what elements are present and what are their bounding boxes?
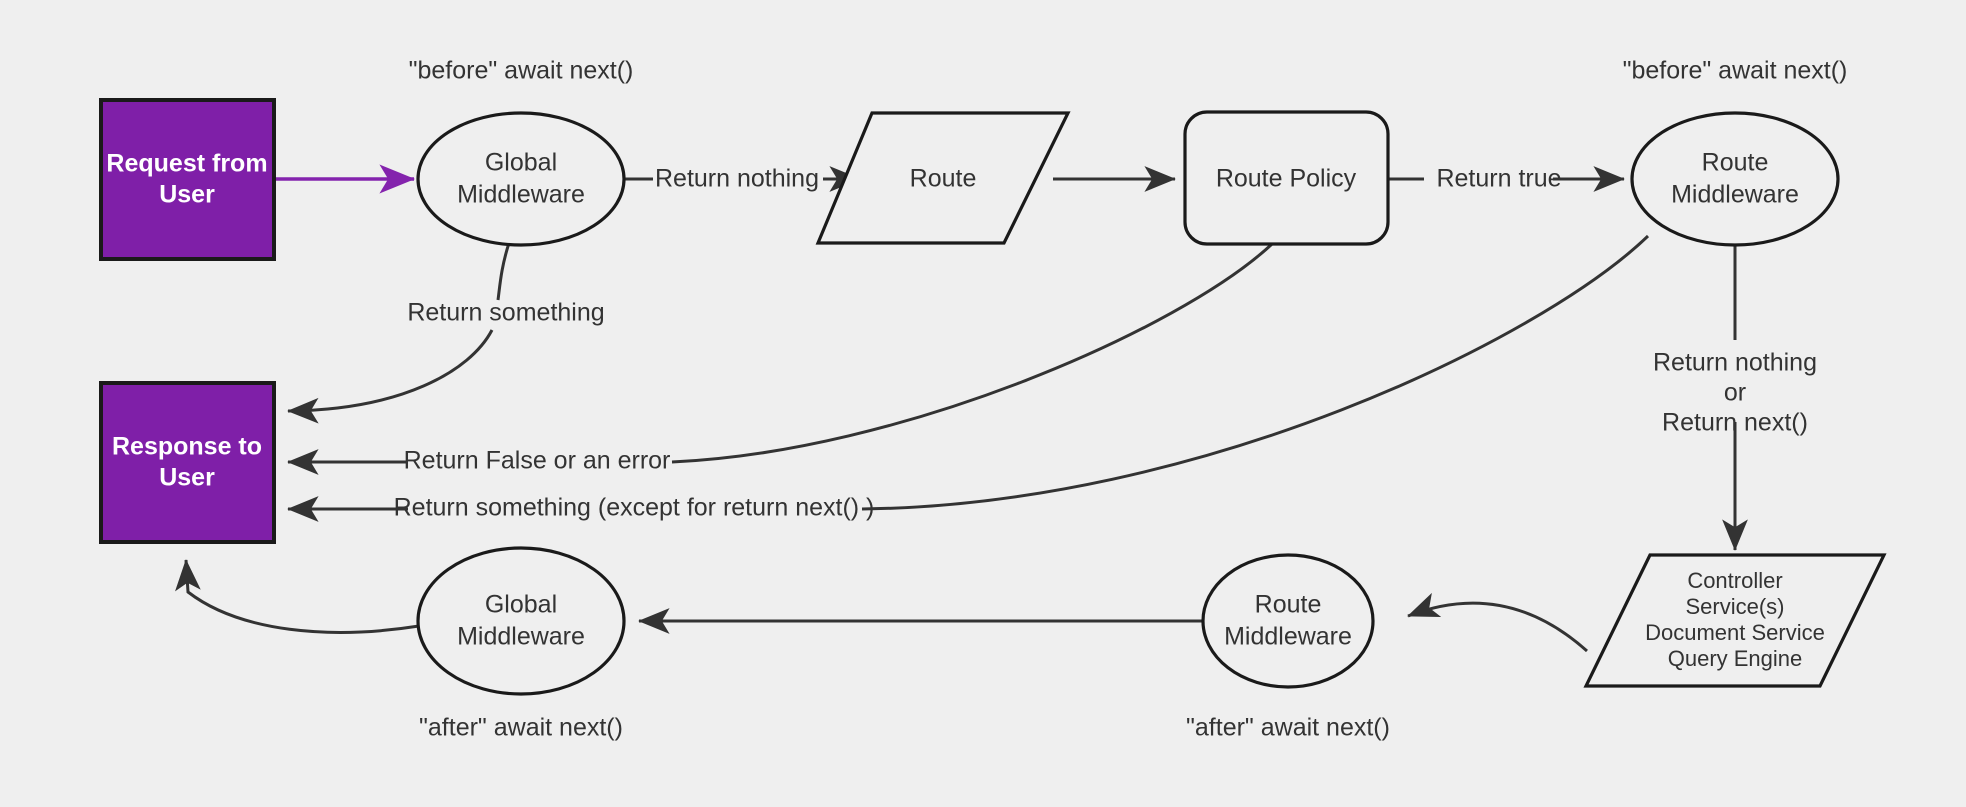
edge-label-return-nothing-or-next-line1: Return nothing [1653,349,1817,377]
node-controller-group[interactable]: Controller Service(s) Document Service Q… [1583,553,1887,688]
node-response-terminal[interactable]: Response to User [99,381,276,544]
route-middleware-bottom-line1: Route [1255,591,1322,619]
annotation-after-global-middleware: "after" await next() [419,714,623,742]
node-global-middleware-bottom[interactable]: Global Middleware [416,546,626,696]
edge-global-middleware-bottom-to-response [175,559,420,634]
node-request-terminal[interactable]: Request from User [99,98,276,261]
annotation-after-route-middleware: "after" await next() [1186,714,1390,742]
node-route[interactable]: Route [815,111,1071,245]
edge-route-middleware-to-response [287,234,1650,522]
controller-group-line4: Query Engine [1668,646,1803,671]
annotation-before-global-middleware: "before" await next() [409,57,634,85]
route-policy-label: Route Policy [1216,165,1357,193]
edge-label-return-true: Return true [1436,165,1561,193]
controller-group-line2: Service(s) [1685,594,1784,619]
node-route-policy[interactable]: Route Policy [1183,110,1390,246]
edge-controller-to-route-middleware-bottom [1407,592,1588,653]
global-middleware-bottom-line1: Global [485,591,557,619]
edge-label-return-nothing-or-next-line2: or [1724,379,1746,407]
edge-label-return-nothing: Return nothing [655,165,819,193]
edge-label-return-something: Return something [407,299,604,327]
node-global-middleware-top[interactable]: Global Middleware [416,111,626,247]
route-middleware-top-line2: Middleware [1671,181,1799,209]
annotation-before-route-middleware: "before" await next() [1623,57,1848,85]
controller-group-line1: Controller [1687,568,1782,593]
request-terminal-line2: User [159,181,215,209]
response-terminal-line2: User [159,464,215,492]
global-middleware-top-line2: Middleware [457,181,585,209]
edge-route-policy-to-response [287,242,1274,475]
response-terminal-line1: Response to [112,433,262,461]
request-terminal-line1: Request from [106,150,267,178]
edge-label-return-something-except-next: Return something (except for return next… [394,494,875,522]
node-route-middleware-top[interactable]: Route Middleware [1630,111,1840,247]
edge-label-return-nothing-or-next-line3: Return next() [1662,409,1808,437]
route-middleware-bottom-line2: Middleware [1224,623,1352,651]
controller-group-line3: Document Service [1645,620,1825,645]
edge-label-return-false-or-error: Return False or an error [404,447,671,475]
node-route-middleware-bottom[interactable]: Route Middleware [1201,553,1375,689]
global-middleware-bottom-line2: Middleware [457,623,585,651]
global-middleware-top-line1: Global [485,149,557,177]
route-label: Route [910,165,977,193]
edge-global-middleware-to-response [287,242,511,424]
route-middleware-top-line1: Route [1702,149,1769,177]
